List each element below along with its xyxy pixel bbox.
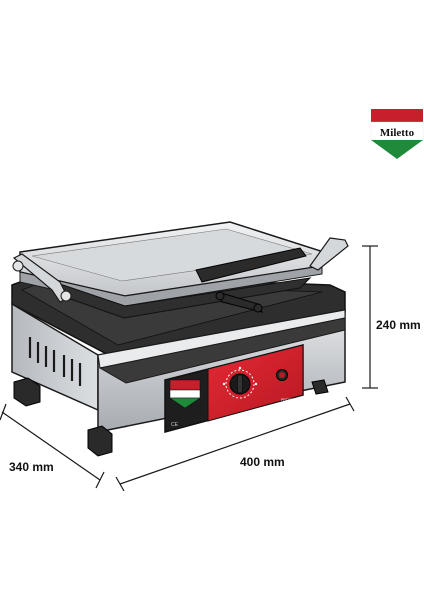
- svg-text:CE: CE: [171, 422, 179, 428]
- power-indicator-light: [276, 369, 288, 381]
- feet: [13, 377, 329, 457]
- depth-dimension-line: [1, 411, 101, 481]
- upper-lid: [19, 221, 332, 319]
- brand-name: Miletto: [380, 127, 415, 139]
- brand-logo: Miletto: [370, 109, 424, 159]
- panel-text: PROFESSIONAL: [281, 398, 308, 402]
- height-label: 240 mm: [376, 318, 421, 332]
- temperature-knob[interactable]: [222, 366, 258, 399]
- dimension-lines: [0, 245, 378, 492]
- width-label: 400 mm: [240, 455, 285, 469]
- depth-label: 340 mm: [9, 460, 54, 474]
- lid-handle[interactable]: [12, 237, 349, 313]
- width-dimension-line: [119, 403, 351, 485]
- vent-slots: [28, 337, 82, 386]
- control-panel: CE PROFESSIONAL: [164, 344, 308, 433]
- panel-logo: [169, 379, 201, 409]
